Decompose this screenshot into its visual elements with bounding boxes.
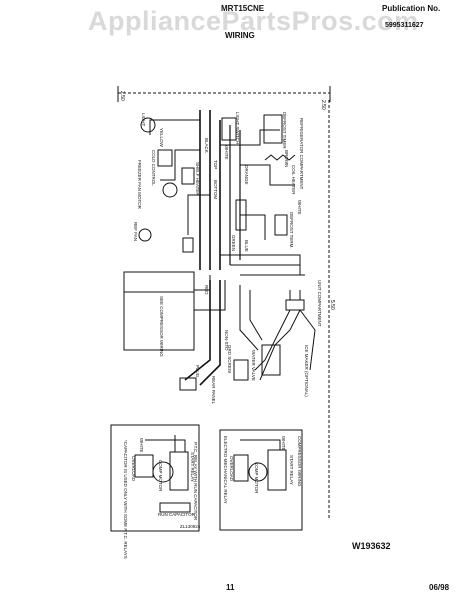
rear-panel-label: REAR PANEL (211, 376, 216, 405)
diagram-code: W193632 (352, 541, 391, 551)
print-date: 06/98 (429, 583, 450, 592)
comp-motor-label: COMP MOTOR (158, 460, 163, 492)
start-relay-label: START RELAY (289, 455, 294, 485)
light-switch (221, 117, 237, 141)
cold-control (157, 149, 173, 167)
water-valve (233, 359, 249, 381)
start-relay (169, 451, 189, 491)
plug-icon (179, 377, 197, 391)
non-std-label: NON-STD (224, 330, 229, 351)
dimension-label: 2.50 (320, 100, 326, 110)
wire (187, 194, 210, 235)
water-valve-label: WATER VALVE (251, 350, 256, 381)
wire (299, 309, 316, 371)
wire-color-label: RED (204, 285, 209, 295)
plug-label: PLUG (195, 365, 200, 378)
bottom-label: BOTTOM (213, 180, 218, 199)
coil-heater-label: COIL HEATER (291, 165, 296, 195)
start-relay (267, 449, 287, 491)
page-number: 11 (226, 583, 235, 592)
wire-color-label: BLACK (204, 138, 209, 153)
wire (145, 439, 186, 452)
wire (220, 129, 280, 146)
wire (254, 309, 291, 371)
wire (249, 290, 263, 341)
wire (149, 119, 200, 135)
see-compressor-wiring-box (123, 271, 195, 351)
compartment-label: REFRIGERATOR COMPARTMENT (299, 118, 304, 190)
ice-maker (261, 344, 281, 376)
wire (239, 285, 259, 351)
ptc-relay-box (110, 424, 200, 532)
ref-fan-label: REF FAN (133, 222, 138, 241)
fan-motor-icon (162, 182, 178, 198)
ref-fan-icon (138, 228, 152, 242)
electro-mechanical-relay-box (219, 429, 303, 531)
overload-label: OVERLOAD (229, 456, 234, 482)
dimension-label: 2.50 (119, 91, 125, 101)
unit-connector (289, 290, 301, 301)
defrost-timer-label: DEFROST TIMER (282, 112, 287, 149)
watermark: AppliancePartsPros.com (88, 6, 419, 36)
cap-code-label: ZL130924 (180, 524, 201, 529)
shelf-heater-label: SHELF HEATER (195, 162, 200, 196)
light-switch-label: LIGHT SWITCH (235, 112, 240, 144)
grd-screw-label: GRD SCREW (227, 345, 232, 374)
wire (240, 214, 266, 240)
overload (233, 454, 249, 482)
wire (220, 254, 301, 275)
compressor-wiring-label: COMPRESSOR WIRING (297, 436, 302, 487)
freezer-fan-motor-label: FREEZER FAN MOTOR (137, 160, 142, 210)
wire-color-label: WHITE (281, 436, 286, 451)
comp-motor-icon (152, 461, 174, 483)
overload-label: OVERLOAD (131, 456, 136, 482)
power-cord (199, 280, 221, 386)
unit-terminal (285, 299, 305, 311)
run-capacitor (159, 502, 191, 513)
power-cord (184, 280, 211, 381)
terminal-block (235, 199, 247, 231)
wire (160, 149, 200, 181)
wire (240, 439, 281, 450)
defrost-timer (263, 114, 283, 144)
wire (259, 309, 301, 381)
wire-color-label: ORANGE (244, 165, 249, 185)
wire-color-label: BLUE (244, 240, 249, 252)
ptc-relay-label: P.T.C. RELAY WITH RUN CAPACITOR (193, 442, 198, 521)
dimension-label: 5.50 (329, 300, 335, 310)
top-label: TOP (213, 160, 218, 169)
publication-number: 5995311627 (385, 22, 424, 29)
electro-mechanical-relay-label: ELECTRO-MECHANICAL RELAY (223, 436, 228, 504)
defrost-term-label: DEFROST TERM. (289, 212, 294, 249)
cold-control-label: COLD CONTROL (151, 150, 156, 186)
wire (194, 280, 226, 311)
overload (134, 454, 154, 478)
defrost-term (274, 214, 288, 236)
wire-color-label: YELLOW (159, 128, 164, 148)
comp-motor-label: COMP MOTOR (254, 462, 259, 494)
plug-connector (182, 237, 194, 253)
wire-color-label: WHITE (139, 438, 144, 453)
ice-maker-label: ICE MAKER (OPTIONAL) (304, 345, 309, 397)
start-relay-label: START RELAY (190, 452, 195, 482)
wire-color-label: BROWN (284, 150, 289, 167)
publication-label: Publication No. (382, 4, 441, 13)
light-bulb-icon (140, 117, 156, 133)
section-title: WIRING (225, 31, 255, 40)
wire (240, 164, 295, 186)
shelf-heater (181, 167, 195, 185)
comp-motor-icon (248, 462, 268, 482)
wire-color-label: GREEN (231, 235, 236, 251)
see-compressor-wiring-label: SEE COMPRESSOR WIRING (159, 296, 164, 357)
ptc-note-label: *CAPACITOR IS USED ONLY WITH SOME P.T.C.… (123, 440, 128, 559)
run-capacitor-label: RUN CAPACITOR (158, 512, 196, 517)
light-label: LIGHT (141, 113, 146, 127)
wire-color-label: WHITE (224, 145, 229, 160)
unit-compartment-label: UNIT COMPARTMENT (317, 280, 322, 327)
coil-heater-icon (264, 154, 296, 161)
model-number: MRT15CNE (221, 4, 265, 13)
wire-color-label: WHITE (297, 200, 302, 215)
